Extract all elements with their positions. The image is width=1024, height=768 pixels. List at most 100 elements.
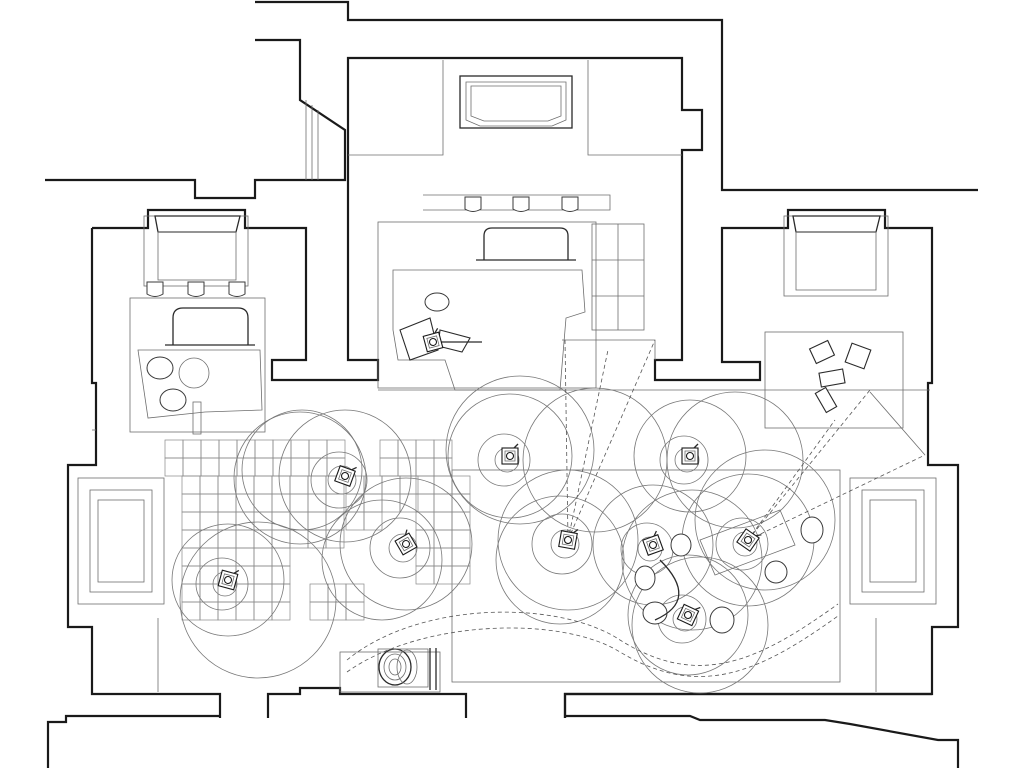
floor-tile: [217, 547, 237, 567]
floor-tile: [379, 439, 399, 459]
floor-tile: [182, 439, 202, 459]
floor-tile: [326, 439, 346, 459]
floor-tile: [217, 601, 237, 621]
camera-icon: [676, 603, 701, 627]
camera-icon: [558, 529, 579, 550]
floor-tile: [415, 439, 435, 459]
floor-tile: [433, 475, 453, 495]
floor-tile: [309, 601, 329, 621]
fireplace-left: [143, 215, 249, 287]
floor-tile: [415, 511, 435, 531]
floor-tile: [272, 457, 292, 477]
floor-tile: [235, 547, 255, 567]
fireplace-top: [459, 75, 573, 129]
coverage-ring: [233, 411, 367, 545]
sight-lines: [346, 339, 926, 677]
floor-tile: [271, 547, 291, 567]
tile-floor: [164, 439, 471, 621]
floor-tile: [181, 511, 201, 531]
floor-tile: [271, 493, 291, 513]
side-panel-left: [77, 477, 165, 605]
camera-icon: [394, 529, 418, 556]
floor-tile: [253, 565, 273, 585]
lights-cluster: [808, 339, 872, 414]
floor-tile: [325, 511, 345, 531]
floor-tile: [415, 457, 435, 477]
coverage-ring: [369, 517, 431, 579]
camera-icon: [501, 443, 519, 465]
coverage-ring: [666, 391, 804, 529]
floor-tile: [415, 565, 435, 585]
coverage-ring: [171, 523, 285, 637]
camera-icon: [422, 328, 444, 353]
coverage-ring: [497, 469, 639, 611]
floor-tile: [433, 529, 453, 549]
floor-tile: [200, 457, 220, 477]
exterior-walls: [45, 0, 978, 768]
floor-tile: [199, 565, 219, 585]
floor-tile: [199, 583, 219, 603]
dolly-rig: [377, 648, 437, 690]
floor-tile: [381, 493, 401, 513]
floor-tile: [271, 601, 291, 621]
floor-tile: [199, 601, 219, 621]
floor-tile: [217, 511, 237, 531]
coverage-ring: [715, 517, 769, 571]
floor-tile: [309, 583, 329, 603]
coverage-ring: [531, 513, 593, 575]
floor-tile: [327, 601, 347, 621]
ottomans: [146, 196, 579, 297]
floor-tile: [217, 493, 237, 513]
coverage-ring: [627, 554, 749, 676]
coverage-ring: [522, 387, 668, 533]
floor-tile: [200, 439, 220, 459]
floor-tile: [451, 493, 471, 513]
coverage-ring: [241, 409, 363, 531]
floor-tile: [181, 493, 201, 513]
coverage-ring: [621, 489, 763, 631]
coverage-ring: [550, 529, 580, 559]
floor-tile: [164, 457, 184, 477]
floor-tile: [399, 493, 419, 513]
floor-tile: [164, 439, 184, 459]
floor-tile: [289, 493, 309, 513]
floor-tile: [253, 547, 273, 567]
floor-tile: [308, 439, 328, 459]
floor-tile: [236, 457, 256, 477]
floor-tile: [433, 565, 453, 585]
coverage-ring: [633, 399, 747, 513]
coverage-ring: [495, 495, 625, 625]
floor-tile: [433, 547, 453, 567]
floor-tile: [451, 547, 471, 567]
coverage-ring: [339, 477, 473, 611]
floor-tile: [415, 493, 435, 513]
floor-tile: [363, 493, 383, 513]
coverage-ring: [447, 393, 573, 519]
floor-tile: [182, 457, 202, 477]
floor-tile: [290, 439, 310, 459]
coverage-ring: [310, 451, 368, 509]
floor-tile: [181, 475, 201, 495]
coverage-ring: [179, 521, 337, 679]
floor-tile: [379, 457, 399, 477]
floor-tile: [433, 511, 453, 531]
floor-tile: [415, 529, 435, 549]
floor-tile: [415, 547, 435, 567]
floor-tile: [253, 475, 273, 495]
coverage-ring: [195, 557, 249, 611]
floor-tile: [217, 475, 237, 495]
camera-icon: [736, 528, 762, 552]
floor-tile: [199, 547, 219, 567]
floor-tile: [289, 475, 309, 495]
floor-tile: [451, 511, 471, 531]
floor-tile: [181, 601, 201, 621]
coverage-ring: [388, 533, 418, 563]
coverage-ring: [631, 556, 769, 694]
floor-tile: [217, 529, 237, 549]
floor-tile: [451, 565, 471, 585]
floor-tile: [235, 583, 255, 603]
floor-tile: [289, 529, 309, 549]
floor-tile: [254, 457, 274, 477]
floor-tile: [235, 529, 255, 549]
